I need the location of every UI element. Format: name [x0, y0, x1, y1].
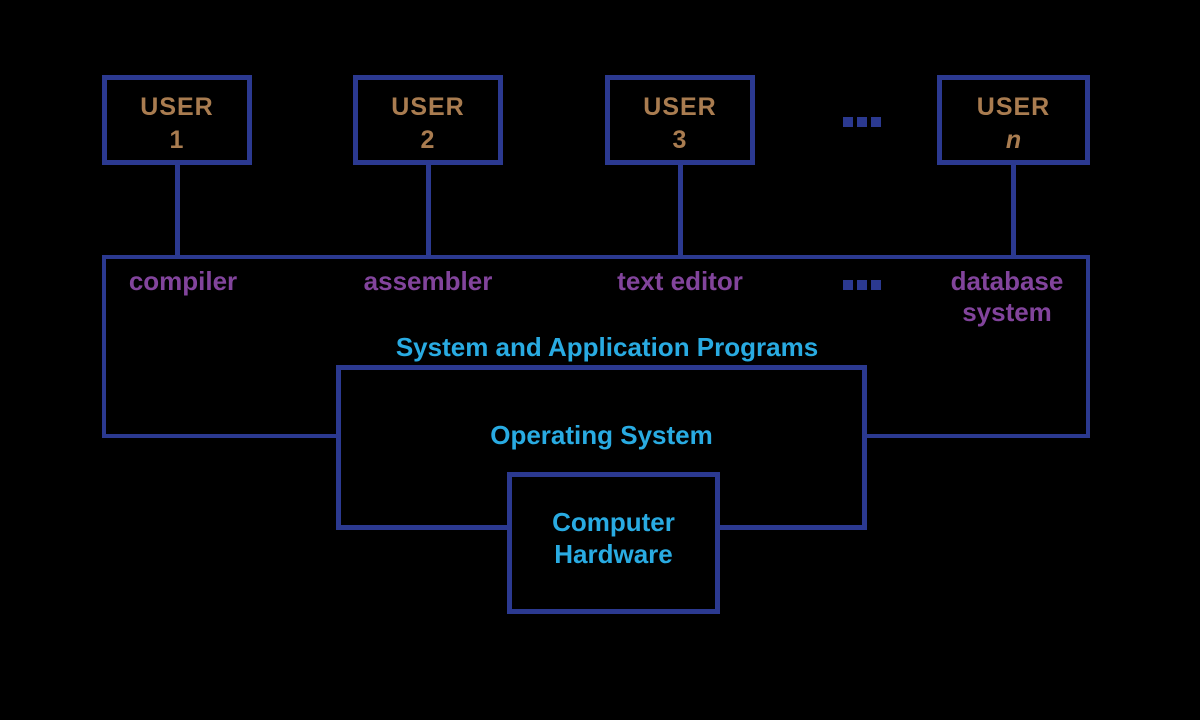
- system-programs-title: System and Application Programs: [395, 332, 819, 362]
- ellipsis-dot: [843, 280, 853, 290]
- user-box-n-title: USER: [976, 93, 1051, 121]
- programs-ellipsis: ...: [843, 280, 881, 290]
- user-box-2-number: 2: [420, 126, 436, 154]
- user-box-1-title: USER: [140, 93, 214, 121]
- user-box-n-number: n: [1005, 126, 1022, 154]
- program-label-text-editor: text editor: [617, 266, 743, 296]
- user-box-3: USER 3: [605, 75, 755, 165]
- user-box-2-title: USER: [391, 93, 465, 121]
- connector-user-n: [1011, 163, 1016, 259]
- ellipsis-dot: [843, 117, 853, 127]
- ellipsis-dot: [871, 117, 881, 127]
- user-box-3-number: 3: [672, 126, 688, 154]
- program-label-compiler: compiler: [128, 266, 238, 296]
- ellipsis-dot: [871, 280, 881, 290]
- program-label-database-system: database system: [950, 266, 1064, 327]
- operating-system-label: Operating System: [490, 420, 713, 450]
- connector-user-3: [678, 163, 683, 259]
- program-label-assembler: assembler: [363, 266, 493, 296]
- user-box-n: USER n: [937, 75, 1090, 165]
- user-box-1-number: 1: [169, 126, 185, 154]
- connector-user-2: [426, 163, 431, 259]
- connector-user-1: [175, 163, 180, 259]
- ellipsis-dot: [857, 280, 867, 290]
- user-box-2: USER 2: [353, 75, 503, 165]
- computer-hardware-label: Computer Hardware: [552, 507, 675, 569]
- computer-hardware-box: Computer Hardware: [507, 472, 720, 614]
- ellipsis-dot: [857, 117, 867, 127]
- user-box-3-title: USER: [643, 93, 717, 121]
- user-box-1: USER 1: [102, 75, 252, 165]
- users-ellipsis: ...: [843, 117, 881, 127]
